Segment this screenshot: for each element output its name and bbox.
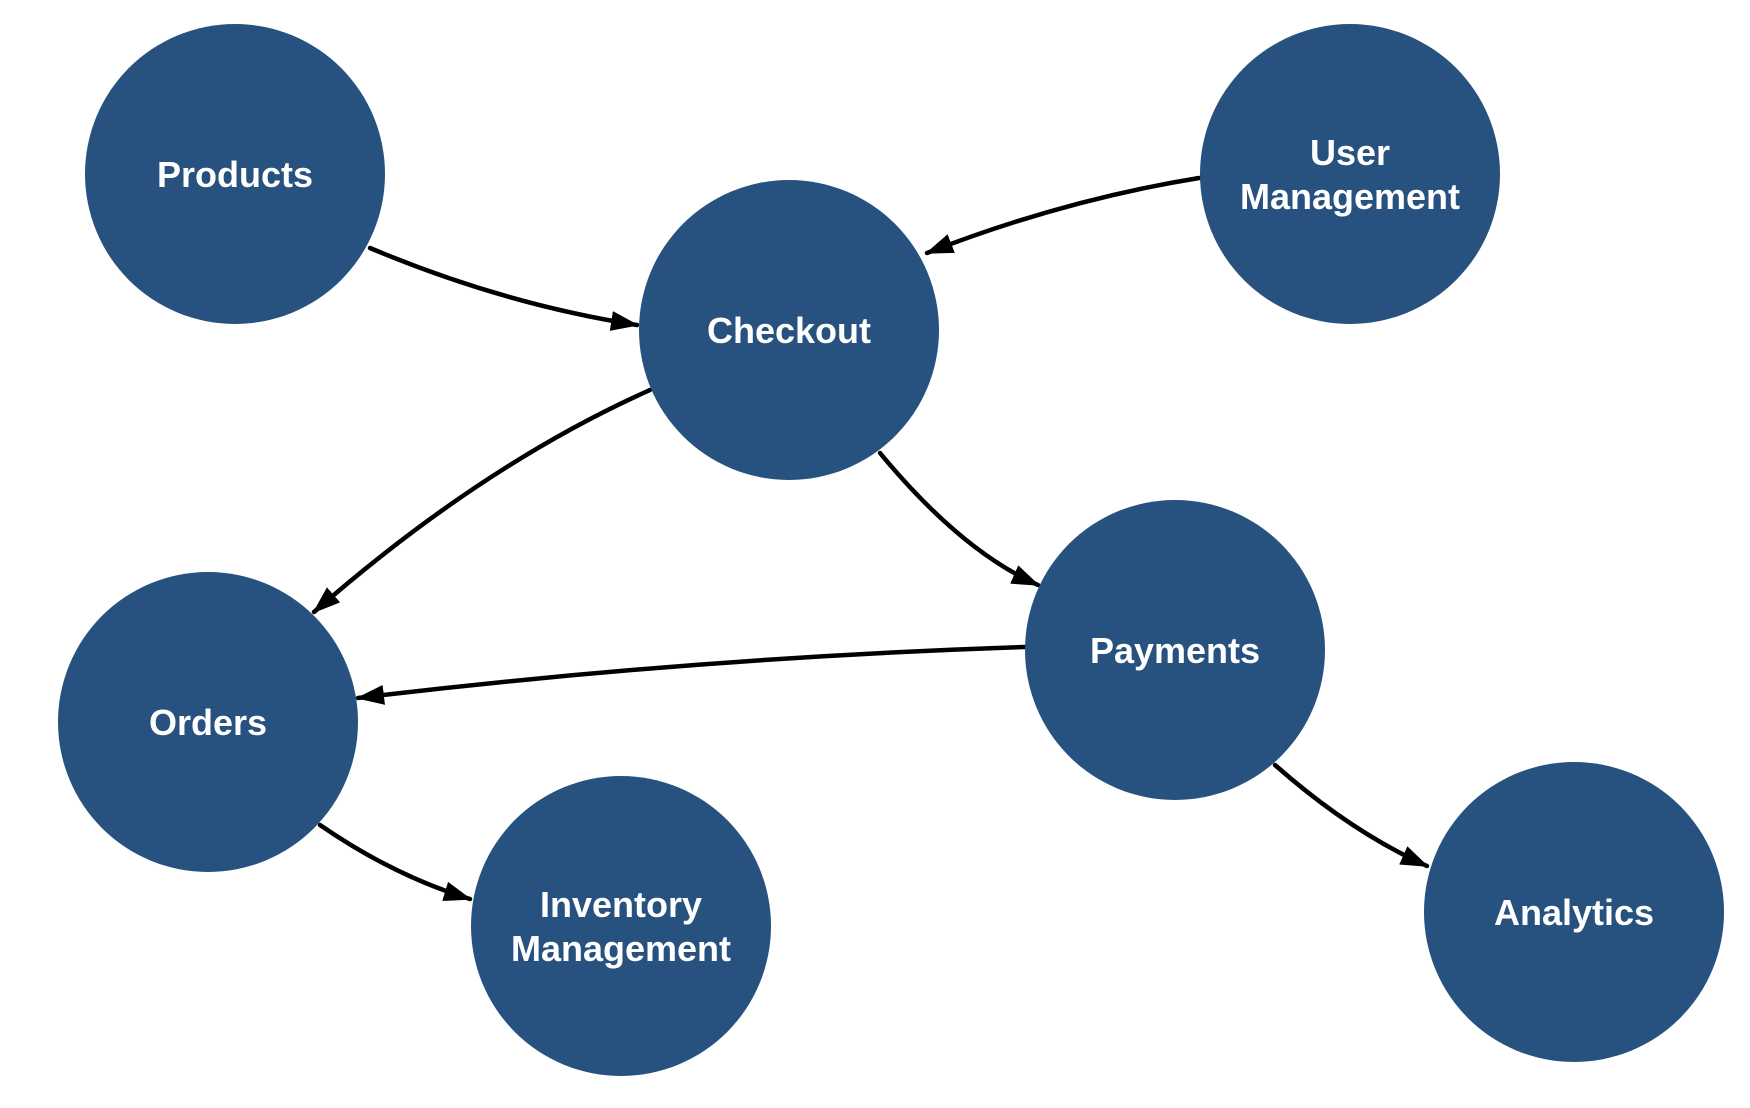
node-orders-label: Orders <box>149 702 267 743</box>
node-products-circle[interactable] <box>85 24 385 324</box>
edge-payments-to-orders <box>355 644 1028 705</box>
nodes-layer: Products User Management Checkout Orders… <box>58 24 1724 1076</box>
node-inventory-management-label-line2: Management <box>511 928 731 969</box>
node-payments-circle[interactable] <box>1025 500 1325 800</box>
node-inventory-management[interactable]: Inventory Management <box>471 776 771 1076</box>
edge-checkout-to-orders <box>311 387 653 615</box>
node-inventory-management-circle[interactable] <box>471 776 771 1076</box>
edge-payments-to-analytics <box>1272 762 1430 869</box>
edges-layer <box>311 175 1430 902</box>
node-user-management-label-line1: User <box>1310 132 1390 173</box>
node-checkout-circle[interactable] <box>639 180 939 480</box>
node-checkout[interactable]: Checkout <box>639 180 939 480</box>
node-products-label: Products <box>157 154 313 195</box>
node-user-management-circle[interactable] <box>1200 24 1500 324</box>
node-orders[interactable]: Orders <box>58 572 358 872</box>
node-payments[interactable]: Payments <box>1025 500 1325 800</box>
edge-checkout-to-payments <box>877 450 1041 588</box>
node-payments-label: Payments <box>1090 630 1260 671</box>
edge-user-management-to-checkout <box>924 175 1202 256</box>
node-analytics-label: Analytics <box>1494 892 1654 933</box>
node-products[interactable]: Products <box>85 24 385 324</box>
node-analytics[interactable]: Analytics <box>1424 762 1724 1062</box>
node-inventory-management-label-line1: Inventory <box>540 884 702 925</box>
node-checkout-label: Checkout <box>707 310 871 351</box>
node-user-management-label-line2: Management <box>1240 176 1460 217</box>
node-orders-circle[interactable] <box>58 572 358 872</box>
edge-orders-to-inventory-management <box>317 822 473 902</box>
node-user-management[interactable]: User Management <box>1200 24 1500 324</box>
node-analytics-circle[interactable] <box>1424 762 1724 1062</box>
edge-products-to-checkout <box>367 245 640 331</box>
